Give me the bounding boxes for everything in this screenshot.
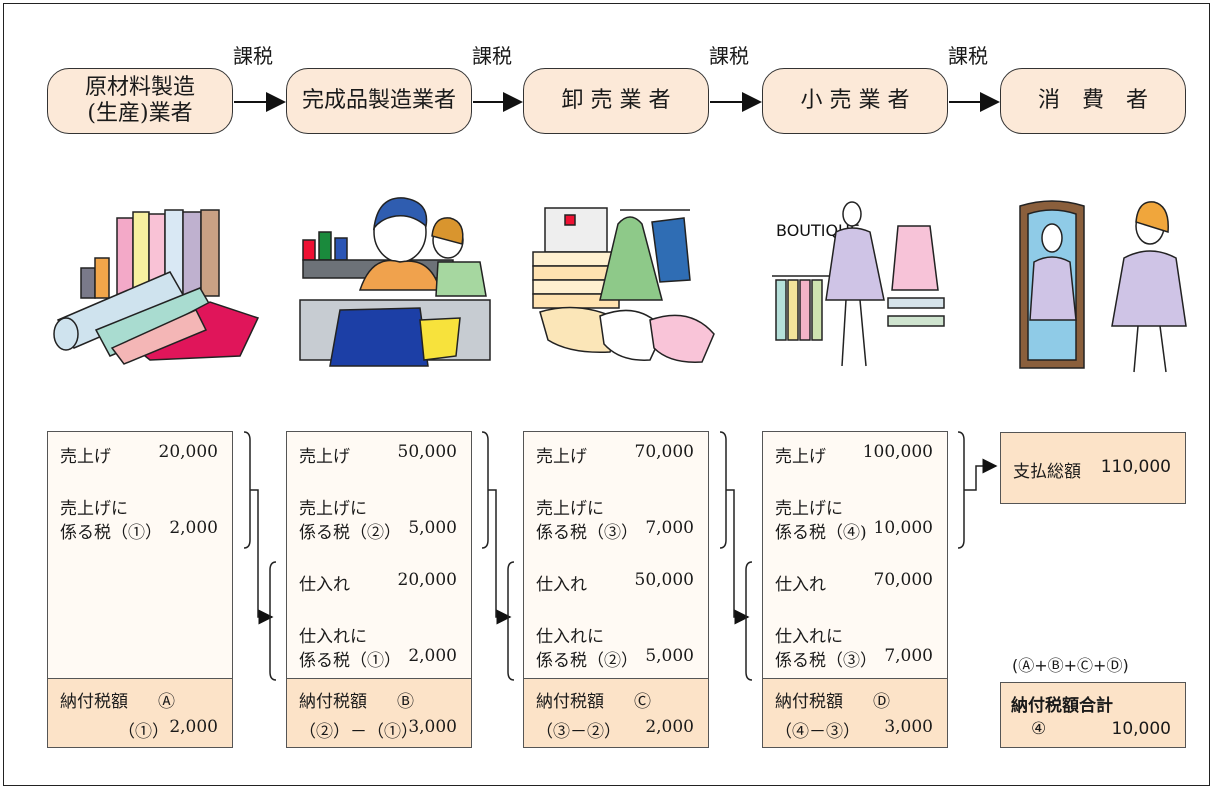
sales-tax-label: 係る税（②） bbox=[299, 523, 401, 543]
sales-value: 20,000 bbox=[158, 442, 218, 462]
tax-payable-section: 納付税額 Ⓑ （②）－（①） 3,000 bbox=[287, 678, 471, 747]
diagram-frame bbox=[3, 3, 1210, 786]
tax-payable-formula: （①） bbox=[118, 722, 169, 742]
stage-label: 小 売 業 者 bbox=[800, 87, 910, 113]
purchase-tax-value: 7,000 bbox=[884, 646, 933, 666]
sales-label: 売上げ bbox=[775, 447, 826, 467]
consumer-total-payment-box: 支払総額 110,000 bbox=[1000, 432, 1186, 504]
sales-label: 売上げ bbox=[536, 447, 587, 467]
tax-label: 課税 bbox=[709, 44, 749, 68]
sales-tax-label: 売上げに bbox=[299, 499, 367, 519]
tax-total-mark: ④ bbox=[1031, 719, 1047, 739]
stage-label: 消 費 者 bbox=[1037, 87, 1148, 113]
purchase-value: 70,000 bbox=[873, 570, 933, 590]
tax-payable-value: 3,000 bbox=[884, 717, 933, 737]
purchase-tax-label: 係る税（③） bbox=[775, 651, 877, 671]
sales-tax-label: 売上げに bbox=[60, 499, 128, 519]
total-payment-label: 支払総額 bbox=[1013, 462, 1081, 482]
tax-payable-label: 納付税額 bbox=[536, 692, 604, 712]
sales-label: 売上げ bbox=[60, 447, 111, 467]
sales-tax-label: 係る税（③） bbox=[536, 523, 638, 543]
stage-wholesaler: 卸 売 業 者 bbox=[523, 68, 709, 134]
stage-raw-material-producer: 原材料製造 (生産)業者 bbox=[47, 68, 233, 134]
fabric-rolls-illustration bbox=[53, 209, 260, 365]
purchase-tax-value: 2,000 bbox=[408, 646, 457, 666]
tax-payable-label: 納付税額 bbox=[60, 692, 128, 712]
purchase-tax-label: 仕入れに bbox=[536, 627, 604, 647]
tax-payable-formula: （②）－（①） bbox=[299, 722, 418, 742]
tax-payable-mark: Ⓑ bbox=[397, 692, 414, 712]
total-payment-value: 110,000 bbox=[1100, 457, 1171, 477]
sales-value: 100,000 bbox=[862, 442, 933, 462]
tax-payable-formula: （③－②） bbox=[536, 722, 621, 742]
tax-payable-label: 納付税額 bbox=[299, 692, 367, 712]
tax-payable-value: 3,000 bbox=[408, 717, 457, 737]
tax-payable-value: 2,000 bbox=[645, 717, 694, 737]
sales-tax-label: 売上げに bbox=[536, 499, 604, 519]
sales-label: 売上げ bbox=[299, 447, 350, 467]
boutique-illustration: BOUTIQUE bbox=[772, 201, 945, 367]
tax-total-value: 10,000 bbox=[1111, 719, 1171, 739]
sewing-workers-illustration bbox=[299, 197, 491, 367]
sales-tax-value: 10,000 bbox=[873, 518, 933, 538]
stage-label: 完成品製造業者 bbox=[301, 87, 456, 113]
tax-label: 課税 bbox=[948, 44, 988, 68]
total-formula: (Ⓐ+Ⓑ+Ⓒ+Ⓓ) bbox=[1012, 656, 1129, 675]
ledger-finished-goods-maker: 売上げ 50,000 売上げに 係る税（②） 5,000 仕入れ 20,000 … bbox=[286, 431, 472, 748]
sales-value: 70,000 bbox=[634, 442, 694, 462]
sales-tax-label: 係る税（①） bbox=[60, 523, 162, 543]
sales-tax-value: 7,000 bbox=[645, 518, 694, 538]
purchase-label: 仕入れ bbox=[299, 575, 350, 595]
purchase-tax-label: 仕入れに bbox=[775, 627, 843, 647]
consumer-tax-total-box: 納付税額合計 ④ 10,000 bbox=[1000, 682, 1186, 748]
sales-value: 50,000 bbox=[397, 442, 457, 462]
sales-tax-label: 売上げに bbox=[775, 499, 843, 519]
stage-finished-goods-maker: 完成品製造業者 bbox=[286, 68, 472, 134]
mirror-illustration bbox=[1019, 200, 1187, 373]
wholesale-goods-illustration bbox=[532, 207, 715, 363]
ledger-raw-material-producer: 売上げ 20,000 売上げに 係る税（①） 2,000 納付税額 Ⓐ （①） … bbox=[47, 431, 233, 748]
ledger-wholesaler: 売上げ 70,000 売上げに 係る税（③） 7,000 仕入れ 50,000 … bbox=[523, 431, 709, 748]
tax-payable-section: 納付税額 Ⓓ （④－③） 3,000 bbox=[763, 678, 947, 747]
tax-payable-value: 2,000 bbox=[169, 717, 218, 737]
purchase-tax-label: 係る税（①） bbox=[299, 651, 401, 671]
sales-tax-label: 係る税（④) bbox=[775, 523, 867, 543]
purchase-tax-label: 係る税（②） bbox=[536, 651, 638, 671]
tax-payable-mark: Ⓓ bbox=[873, 692, 890, 712]
sales-tax-value: 5,000 bbox=[408, 518, 457, 538]
purchase-label: 仕入れ bbox=[775, 575, 826, 595]
tax-payable-section: 納付税額 Ⓐ （①） 2,000 bbox=[48, 678, 232, 747]
tax-payable-mark: Ⓒ bbox=[634, 692, 651, 712]
purchase-value: 50,000 bbox=[634, 570, 694, 590]
tax-payable-mark: Ⓐ bbox=[158, 692, 175, 712]
tax-label: 課税 bbox=[472, 44, 512, 68]
tax-payable-section: 納付税額 Ⓒ （③－②） 2,000 bbox=[524, 678, 708, 747]
purchase-value: 20,000 bbox=[397, 570, 457, 590]
tax-label: 課税 bbox=[233, 44, 273, 68]
purchase-tax-label: 仕入れに bbox=[299, 627, 367, 647]
stage-label: 卸 売 業 者 bbox=[561, 87, 671, 113]
tax-payable-label: 納付税額 bbox=[775, 692, 843, 712]
stage-label: 原材料製造 (生産)業者 bbox=[84, 74, 195, 126]
sales-tax-value: 2,000 bbox=[169, 518, 218, 538]
stage-consumer: 消 費 者 bbox=[1000, 68, 1186, 134]
stage-retailer: 小 売 業 者 bbox=[762, 68, 948, 134]
tax-payable-formula: （④－③） bbox=[775, 722, 860, 742]
ledger-retailer: 売上げ 100,000 売上げに 係る税（④) 10,000 仕入れ 70,00… bbox=[762, 431, 948, 748]
purchase-label: 仕入れ bbox=[536, 575, 587, 595]
ledger-connectors bbox=[243, 431, 998, 681]
tax-total-label: 納付税額合計 bbox=[1011, 696, 1113, 716]
purchase-tax-value: 5,000 bbox=[645, 646, 694, 666]
